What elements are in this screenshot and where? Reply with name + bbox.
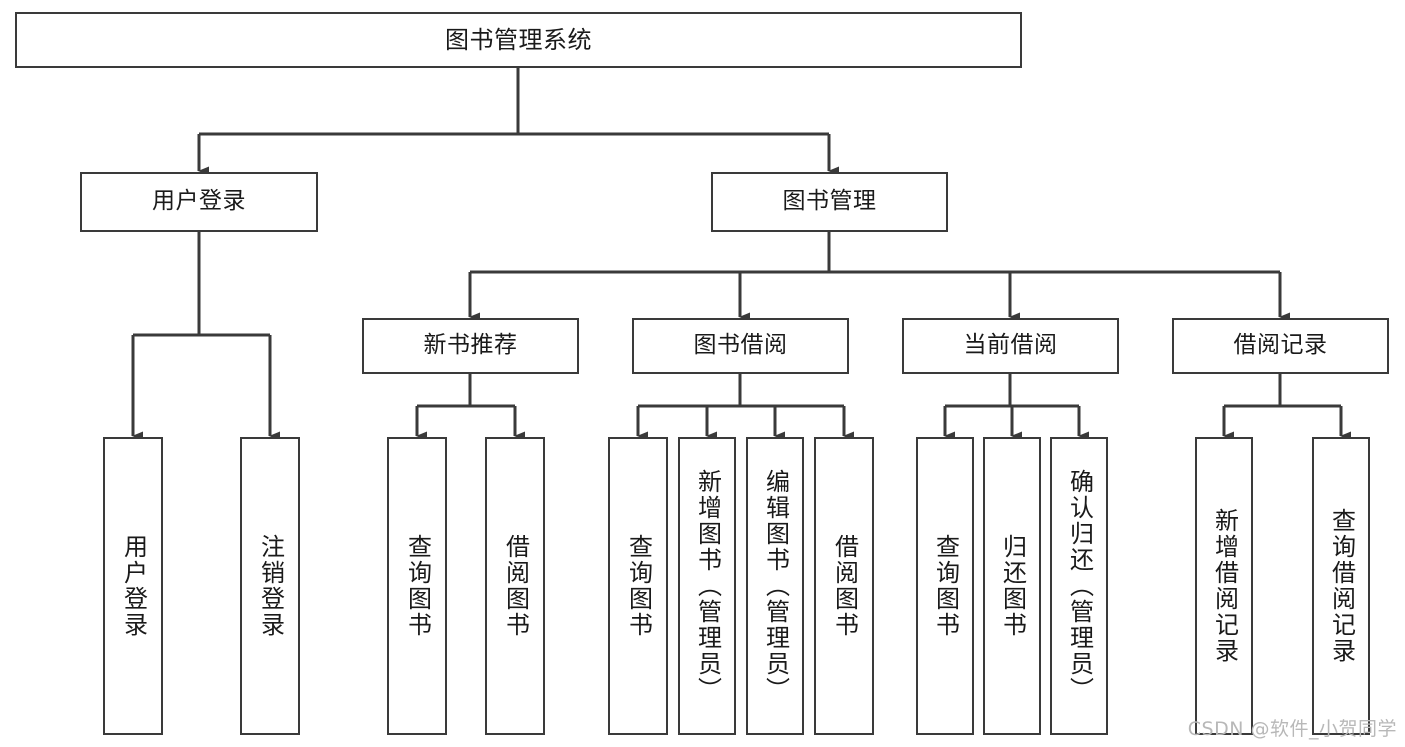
- node-new-book-recommend-label: 新书推荐: [423, 332, 518, 359]
- node-leaf-add-record-label: 新增借阅记录: [1210, 508, 1239, 664]
- node-leaf-user-login[interactable]: 用户登录: [103, 437, 163, 735]
- node-leaf-query-book-1[interactable]: 查询图书: [387, 437, 447, 735]
- node-leaf-return-book[interactable]: 归还图书: [983, 437, 1041, 735]
- node-leaf-query-record-label: 查询借阅记录: [1327, 508, 1356, 664]
- node-leaf-query-book-3[interactable]: 查询图书: [916, 437, 974, 735]
- node-book-manage[interactable]: 图书管理: [711, 172, 948, 232]
- node-new-book-recommend[interactable]: 新书推荐: [362, 318, 579, 374]
- node-current-borrow[interactable]: 当前借阅: [902, 318, 1119, 374]
- node-leaf-query-book-2-label: 查询图书: [624, 534, 653, 638]
- node-borrow-record[interactable]: 借阅记录: [1172, 318, 1389, 374]
- node-leaf-confirm-return[interactable]: 确认归还（管理员）: [1050, 437, 1108, 735]
- node-leaf-borrow-book-2[interactable]: 借阅图书: [814, 437, 874, 735]
- node-book-borrow-label: 图书借阅: [693, 332, 788, 359]
- node-leaf-confirm-return-label: 确认归还（管理员）: [1065, 469, 1094, 703]
- node-leaf-edit-book-label: 编辑图书（管理员）: [761, 469, 790, 703]
- node-leaf-query-record[interactable]: 查询借阅记录: [1312, 437, 1370, 735]
- node-leaf-borrow-book-2-label: 借阅图书: [830, 534, 859, 638]
- node-current-borrow-label: 当前借阅: [963, 332, 1058, 359]
- node-root-label: 图书管理系统: [445, 25, 592, 54]
- node-leaf-add-book-label: 新增图书（管理员）: [693, 469, 722, 703]
- node-book-borrow[interactable]: 图书借阅: [632, 318, 849, 374]
- node-user-login-label: 用户登录: [152, 188, 246, 215]
- node-leaf-borrow-book-1[interactable]: 借阅图书: [485, 437, 545, 735]
- node-leaf-user-login-label: 用户登录: [119, 534, 148, 638]
- node-leaf-add-book[interactable]: 新增图书（管理员）: [678, 437, 736, 735]
- node-leaf-query-book-3-label: 查询图书: [931, 534, 960, 638]
- node-book-manage-label: 图书管理: [782, 188, 877, 215]
- watermark: CSDN @软件_小贺同学: [1187, 718, 1397, 740]
- node-leaf-query-book-2[interactable]: 查询图书: [608, 437, 668, 735]
- node-leaf-borrow-book-1-label: 借阅图书: [501, 534, 530, 638]
- node-user-login[interactable]: 用户登录: [80, 172, 318, 232]
- node-leaf-edit-book[interactable]: 编辑图书（管理员）: [746, 437, 804, 735]
- node-leaf-logout[interactable]: 注销登录: [240, 437, 300, 735]
- node-leaf-logout-label: 注销登录: [256, 534, 285, 638]
- node-leaf-return-book-label: 归还图书: [998, 534, 1027, 638]
- node-root[interactable]: 图书管理系统: [15, 12, 1022, 68]
- node-leaf-add-record[interactable]: 新增借阅记录: [1195, 437, 1253, 735]
- node-borrow-record-label: 借阅记录: [1233, 332, 1328, 359]
- node-leaf-query-book-1-label: 查询图书: [403, 534, 432, 638]
